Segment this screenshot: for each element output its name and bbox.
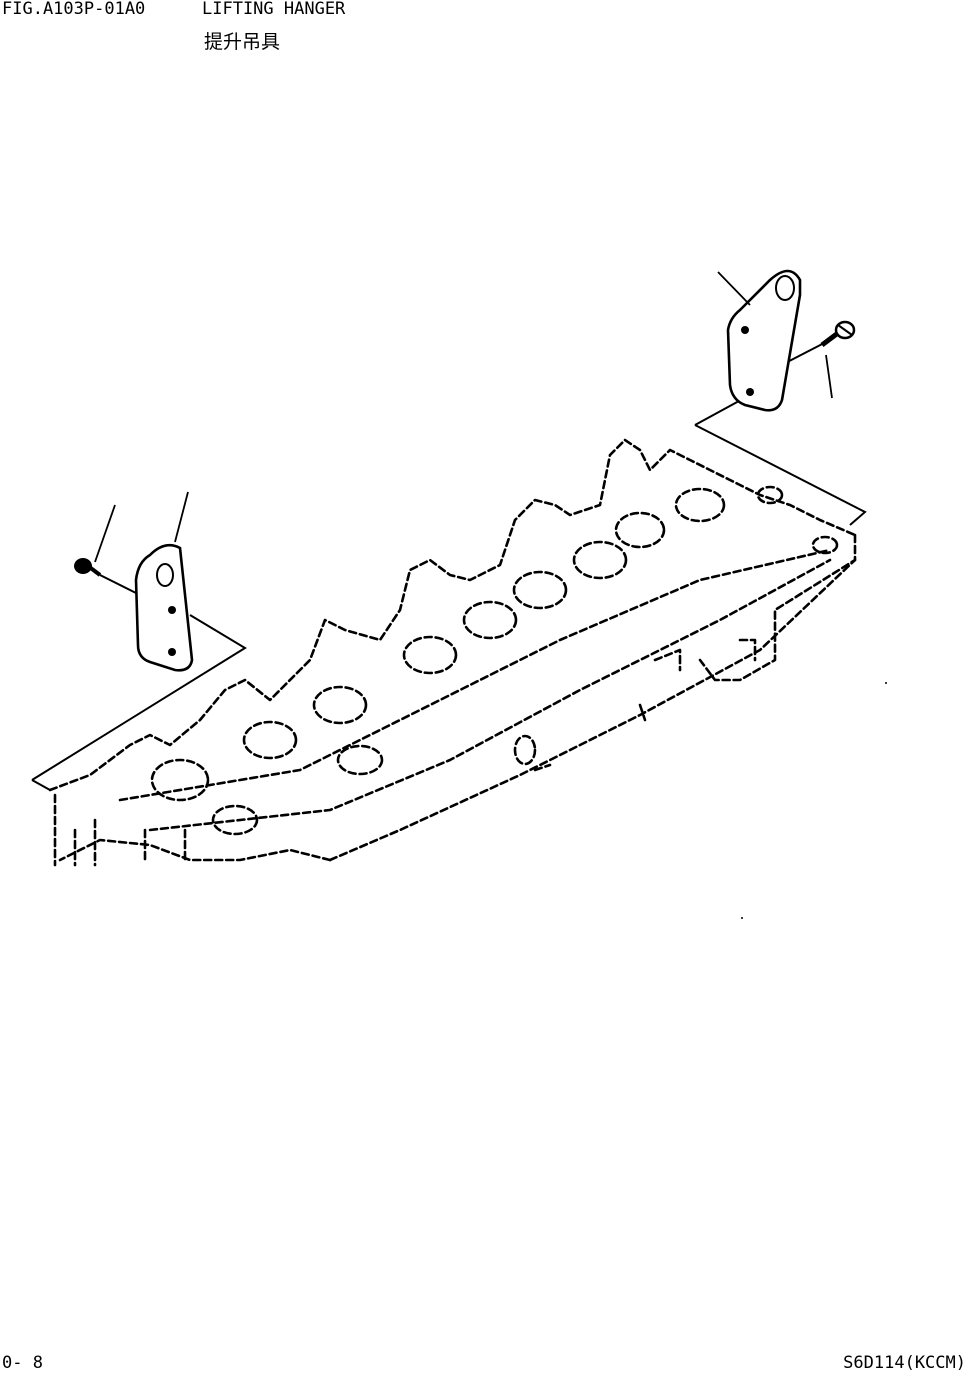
head-right-end	[698, 533, 857, 682]
side-boss-4	[738, 638, 757, 662]
end-boss	[811, 535, 839, 555]
hanger-front-bolt-hole-2	[168, 648, 176, 656]
side-boss-3	[653, 648, 682, 672]
figure-number: FIG.A103P-01A0	[2, 0, 146, 19]
leader-rear-bolt	[825, 354, 833, 399]
head-front-edge-lower	[58, 838, 332, 862]
lifting-hanger-front	[134, 543, 194, 672]
hanger-front-lift-hole	[156, 563, 174, 587]
cylinder-head-outline	[48, 438, 857, 867]
leader-front-bolt	[94, 504, 116, 563]
head-inner-rect	[118, 548, 832, 802]
port-2	[242, 720, 298, 760]
leader-rear-hanger	[717, 271, 751, 306]
speck	[741, 917, 743, 919]
port-8	[614, 511, 666, 549]
port-5	[462, 600, 518, 640]
port-11	[336, 744, 384, 776]
head-top-outline	[48, 438, 857, 792]
hanger-rear-bolt-hole-2	[746, 388, 754, 396]
port-4	[402, 635, 458, 675]
front-mount-tick	[31, 779, 51, 791]
front-bolt-axis	[99, 574, 141, 596]
model-code: S6D114(KCCM)	[843, 1353, 966, 1373]
bolt-front	[74, 558, 102, 577]
hanger-front-bolt-hole-1	[168, 606, 176, 614]
hanger-rear-lift-hole	[775, 275, 795, 301]
port-9	[674, 487, 726, 523]
rear-mount-line-b	[694, 424, 867, 526]
mounting-lines	[31, 339, 867, 791]
lifting-hanger-rear	[726, 269, 802, 412]
port-3	[312, 685, 368, 725]
page-number: 0- 8	[2, 1353, 43, 1373]
bolt-rear-hex	[837, 324, 853, 336]
port-1	[150, 758, 210, 802]
bolt-rear	[820, 320, 856, 347]
front-mount-line	[31, 614, 247, 781]
port-7	[572, 540, 628, 580]
figure-subtitle: 提升吊具	[204, 31, 281, 53]
side-boss-stub	[533, 763, 552, 772]
head-front-edge	[328, 558, 857, 862]
bolt-front-head	[74, 558, 92, 574]
speck	[885, 682, 887, 684]
end-boss-2	[756, 485, 784, 505]
bolt-front-shank	[86, 564, 102, 577]
side-boss-2	[638, 703, 647, 722]
side-boss-1	[513, 734, 537, 766]
figure-title: LIFTING HANGER	[202, 0, 346, 19]
port-10	[211, 804, 259, 836]
leader-lines	[94, 271, 833, 563]
hanger-rear-bolt-hole-1	[741, 326, 749, 334]
head-inner-rect-2	[148, 558, 832, 832]
leader-front-hanger	[174, 491, 189, 543]
port-6	[512, 570, 568, 610]
